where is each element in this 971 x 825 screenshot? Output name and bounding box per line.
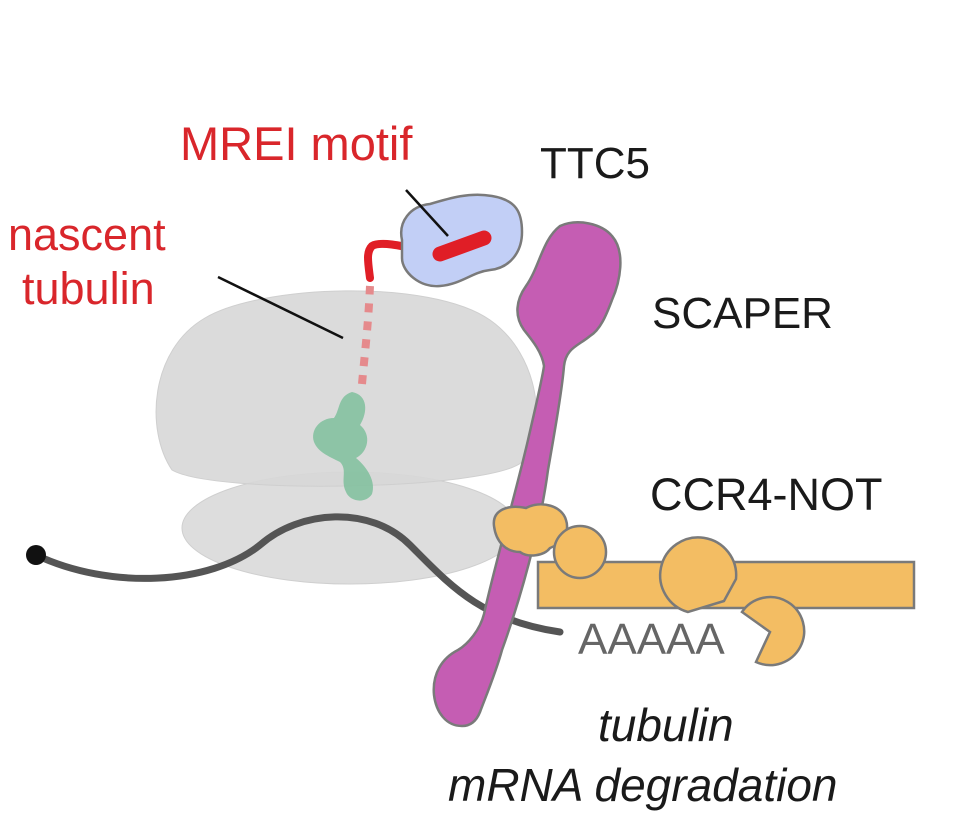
nascent-chain-dashed [358, 285, 374, 385]
scaper-protein [432, 221, 622, 728]
nascent-label: nascent [8, 209, 166, 260]
ccr4-not-label: CCR4-NOT [650, 469, 883, 520]
ribosome-large-subunit [155, 290, 537, 487]
mrna-5prime-cap [26, 545, 46, 565]
mrna-degradation-label: mRNA degradation [448, 759, 838, 811]
mrei-motif [432, 230, 492, 262]
ccr4-not-subunit-middle [552, 524, 608, 580]
mrei-motif-label: MREI motif [180, 117, 413, 170]
mrei-motif-leader-line [405, 189, 449, 237]
nascent-tubulin-folded [313, 392, 374, 501]
scaper-label: SCAPER [652, 289, 833, 338]
ttc5-label: TTC5 [540, 139, 650, 188]
nascent-tubulin-leader-line [217, 275, 344, 340]
tubulin-red-label: tubulin [22, 263, 155, 314]
mrna-strand [32, 513, 564, 636]
deadenylase-pacman-1 [658, 536, 738, 614]
tubulin-italic-label: tubulin [598, 699, 734, 751]
poly-a-tail-label: AAAAA [578, 615, 725, 664]
deadenylase-pacman-2 [740, 595, 806, 667]
